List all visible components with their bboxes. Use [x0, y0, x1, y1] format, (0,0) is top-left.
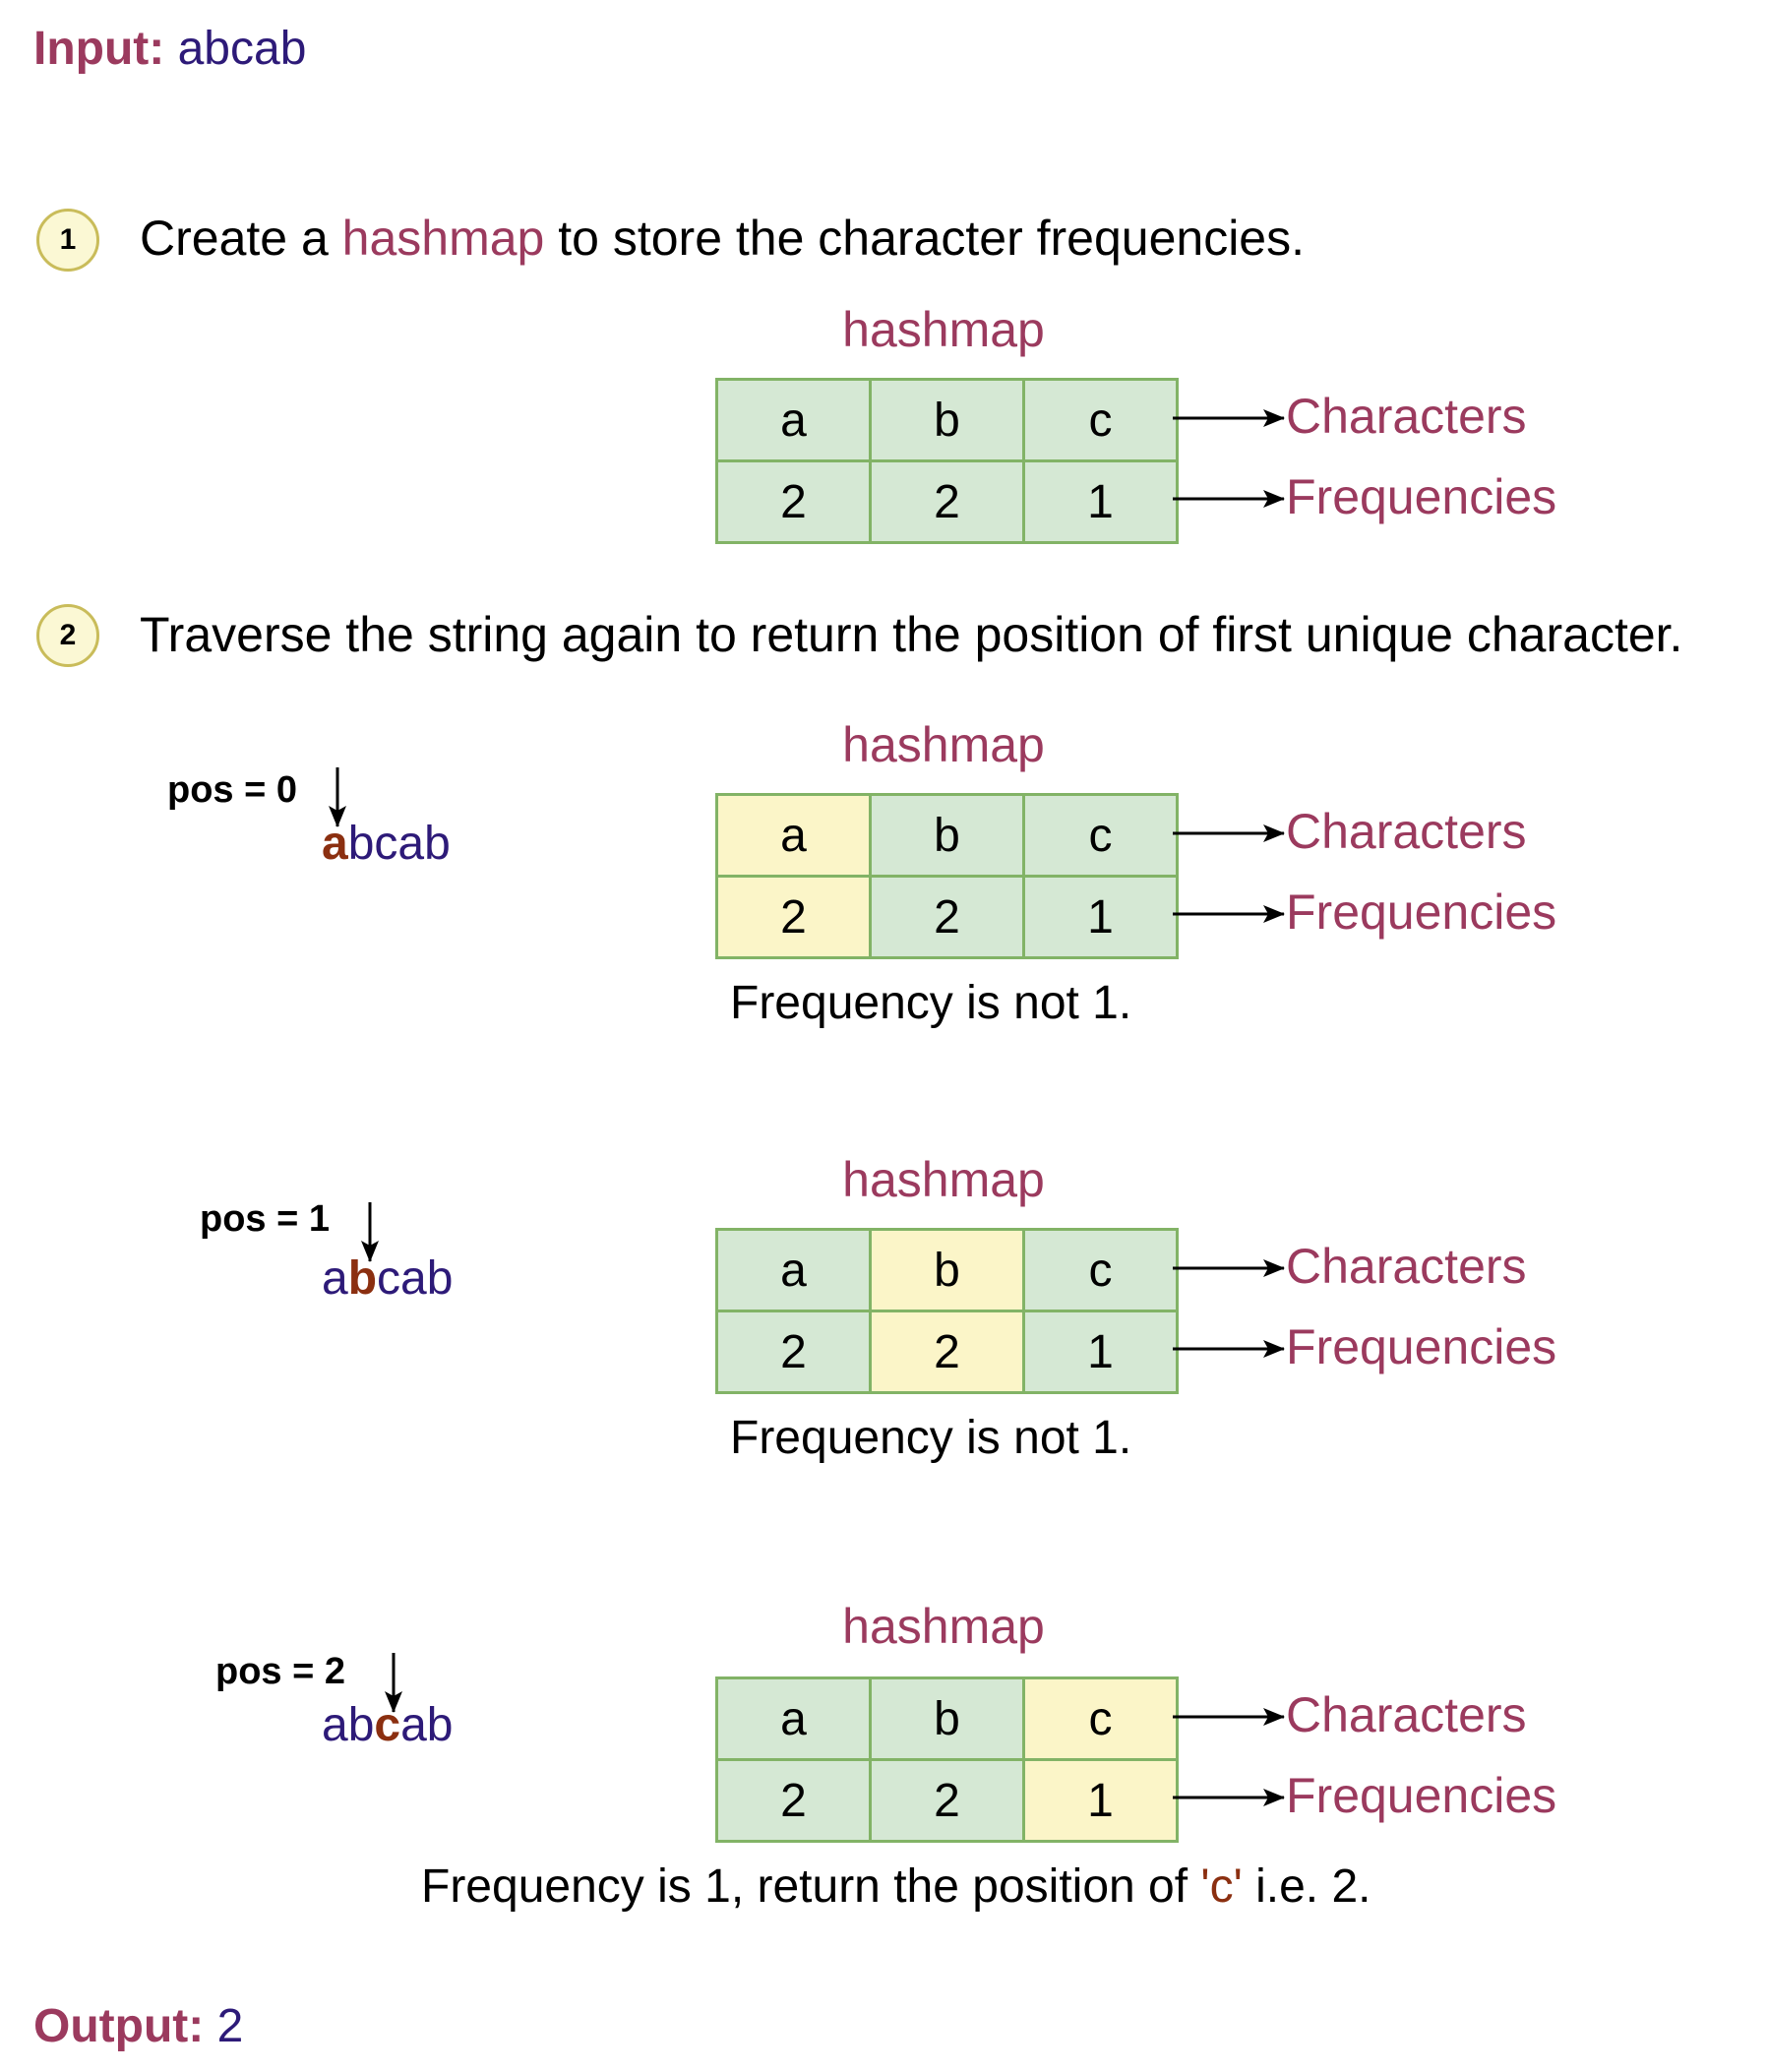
word-after-1: cab [377, 1252, 454, 1305]
note-before: Frequency is 1, return the position of [421, 1860, 1201, 1913]
output-line: Output: 2 [33, 1999, 243, 2053]
step-1-text-after: to store the character frequencies. [544, 211, 1306, 266]
word-after-2: ab [400, 1699, 454, 1751]
frequencies-label-4: Frequencies [1286, 1768, 1557, 1823]
note-after: i.e. 2. [1242, 1860, 1371, 1913]
freq-cell-b: 2 [869, 875, 1025, 959]
step-2-badge: 2 [36, 604, 99, 667]
characters-label-3: Characters [1286, 1239, 1527, 1294]
step-1-text: Create a hashmap to store the character … [140, 210, 1305, 267]
char-cell-c: c [1022, 1228, 1179, 1312]
char-cell-c-highlighted: c [1022, 1676, 1179, 1761]
freq-cell-c: 1 [1022, 459, 1179, 544]
char-cell-b: b [869, 378, 1025, 462]
word-before-2: ab [322, 1699, 375, 1751]
hashmap-frequencies-row: 2 2 1 [715, 1310, 1179, 1394]
input-label: Input: [33, 23, 165, 75]
hashmap-table-3: a b c 2 2 1 [715, 1228, 1179, 1394]
hashmap-characters-row: a b c [715, 378, 1179, 462]
freq-cell-b-highlighted: 2 [869, 1310, 1025, 1394]
step-1-badge: 1 [36, 209, 99, 272]
step-2-text: Traverse the string again to return the … [140, 607, 1683, 662]
word-before-1: a [322, 1252, 348, 1305]
hashmap-title-2: hashmap [842, 717, 1045, 772]
hashmap-table-1: a b c 2 2 1 [715, 378, 1179, 544]
hashmap-table-2: a b c 2 2 1 [715, 793, 1179, 959]
char-cell-a-highlighted: a [715, 793, 872, 878]
freq-cell-c: 1 [1022, 875, 1179, 959]
hashmap-characters-row: a b c [715, 1228, 1179, 1312]
frequencies-label-2: Frequencies [1286, 884, 1557, 940]
char-cell-b-highlighted: b [869, 1228, 1025, 1312]
note-pos-0: Frequency is not 1. [730, 977, 1132, 1029]
freq-cell-b: 2 [869, 1758, 1025, 1843]
hashmap-characters-row: a b c [715, 1676, 1179, 1761]
char-cell-a: a [715, 1228, 872, 1312]
freq-cell-c: 1 [1022, 1310, 1179, 1394]
freq-cell-a: 2 [715, 1758, 872, 1843]
output-label: Output: [33, 2000, 205, 2052]
char-cell-c: c [1022, 378, 1179, 462]
step-1-text-accent: hashmap [341, 211, 545, 266]
characters-label-2: Characters [1286, 804, 1527, 859]
freq-cell-a: 2 [715, 1310, 872, 1394]
characters-label-4: Characters [1286, 1687, 1527, 1742]
output-value: 2 [216, 2000, 244, 2052]
hashmap-title-4: hashmap [842, 1599, 1045, 1654]
hashmap-frequencies-row: 2 2 1 [715, 875, 1179, 959]
char-cell-c: c [1022, 793, 1179, 878]
hashmap-frequencies-row: 2 2 1 [715, 459, 1179, 544]
input-value: abcab [177, 23, 307, 75]
hashmap-table-4: a b c 2 2 1 [715, 1676, 1179, 1843]
input-line: Input: abcab [33, 22, 306, 76]
step-1-text-before: Create a [140, 211, 342, 266]
freq-cell-b: 2 [869, 459, 1025, 544]
frequencies-label-1: Frequencies [1286, 469, 1557, 524]
pos-label-2: pos = 2 [215, 1651, 345, 1692]
note-quote: 'c' [1200, 1860, 1243, 1913]
freq-cell-a-highlighted: 2 [715, 875, 872, 959]
hashmap-title-1: hashmap [842, 302, 1045, 357]
hashmap-frequencies-row: 2 2 1 [715, 1758, 1179, 1843]
pos-label-0: pos = 0 [167, 769, 297, 811]
word-after-0: bcab [347, 818, 451, 870]
frequencies-label-3: Frequencies [1286, 1319, 1557, 1374]
step-1-number: 1 [59, 223, 77, 256]
characters-label-1: Characters [1286, 389, 1527, 444]
char-cell-a: a [715, 378, 872, 462]
char-cell-b: b [869, 793, 1025, 878]
pos-label-1: pos = 1 [200, 1198, 330, 1240]
char-cell-a: a [715, 1676, 872, 1761]
hashmap-title-3: hashmap [842, 1152, 1045, 1207]
freq-cell-a: 2 [715, 459, 872, 544]
word-pos-2: abcab [322, 1698, 453, 1752]
char-cell-b: b [869, 1676, 1025, 1761]
hashmap-characters-row: a b c [715, 793, 1179, 878]
freq-cell-c-highlighted: 1 [1022, 1758, 1179, 1843]
note-pos-2: Frequency is 1, return the position of '… [421, 1859, 1371, 1914]
note-pos-1: Frequency is not 1. [730, 1412, 1132, 1464]
step-2-number: 2 [59, 619, 77, 651]
